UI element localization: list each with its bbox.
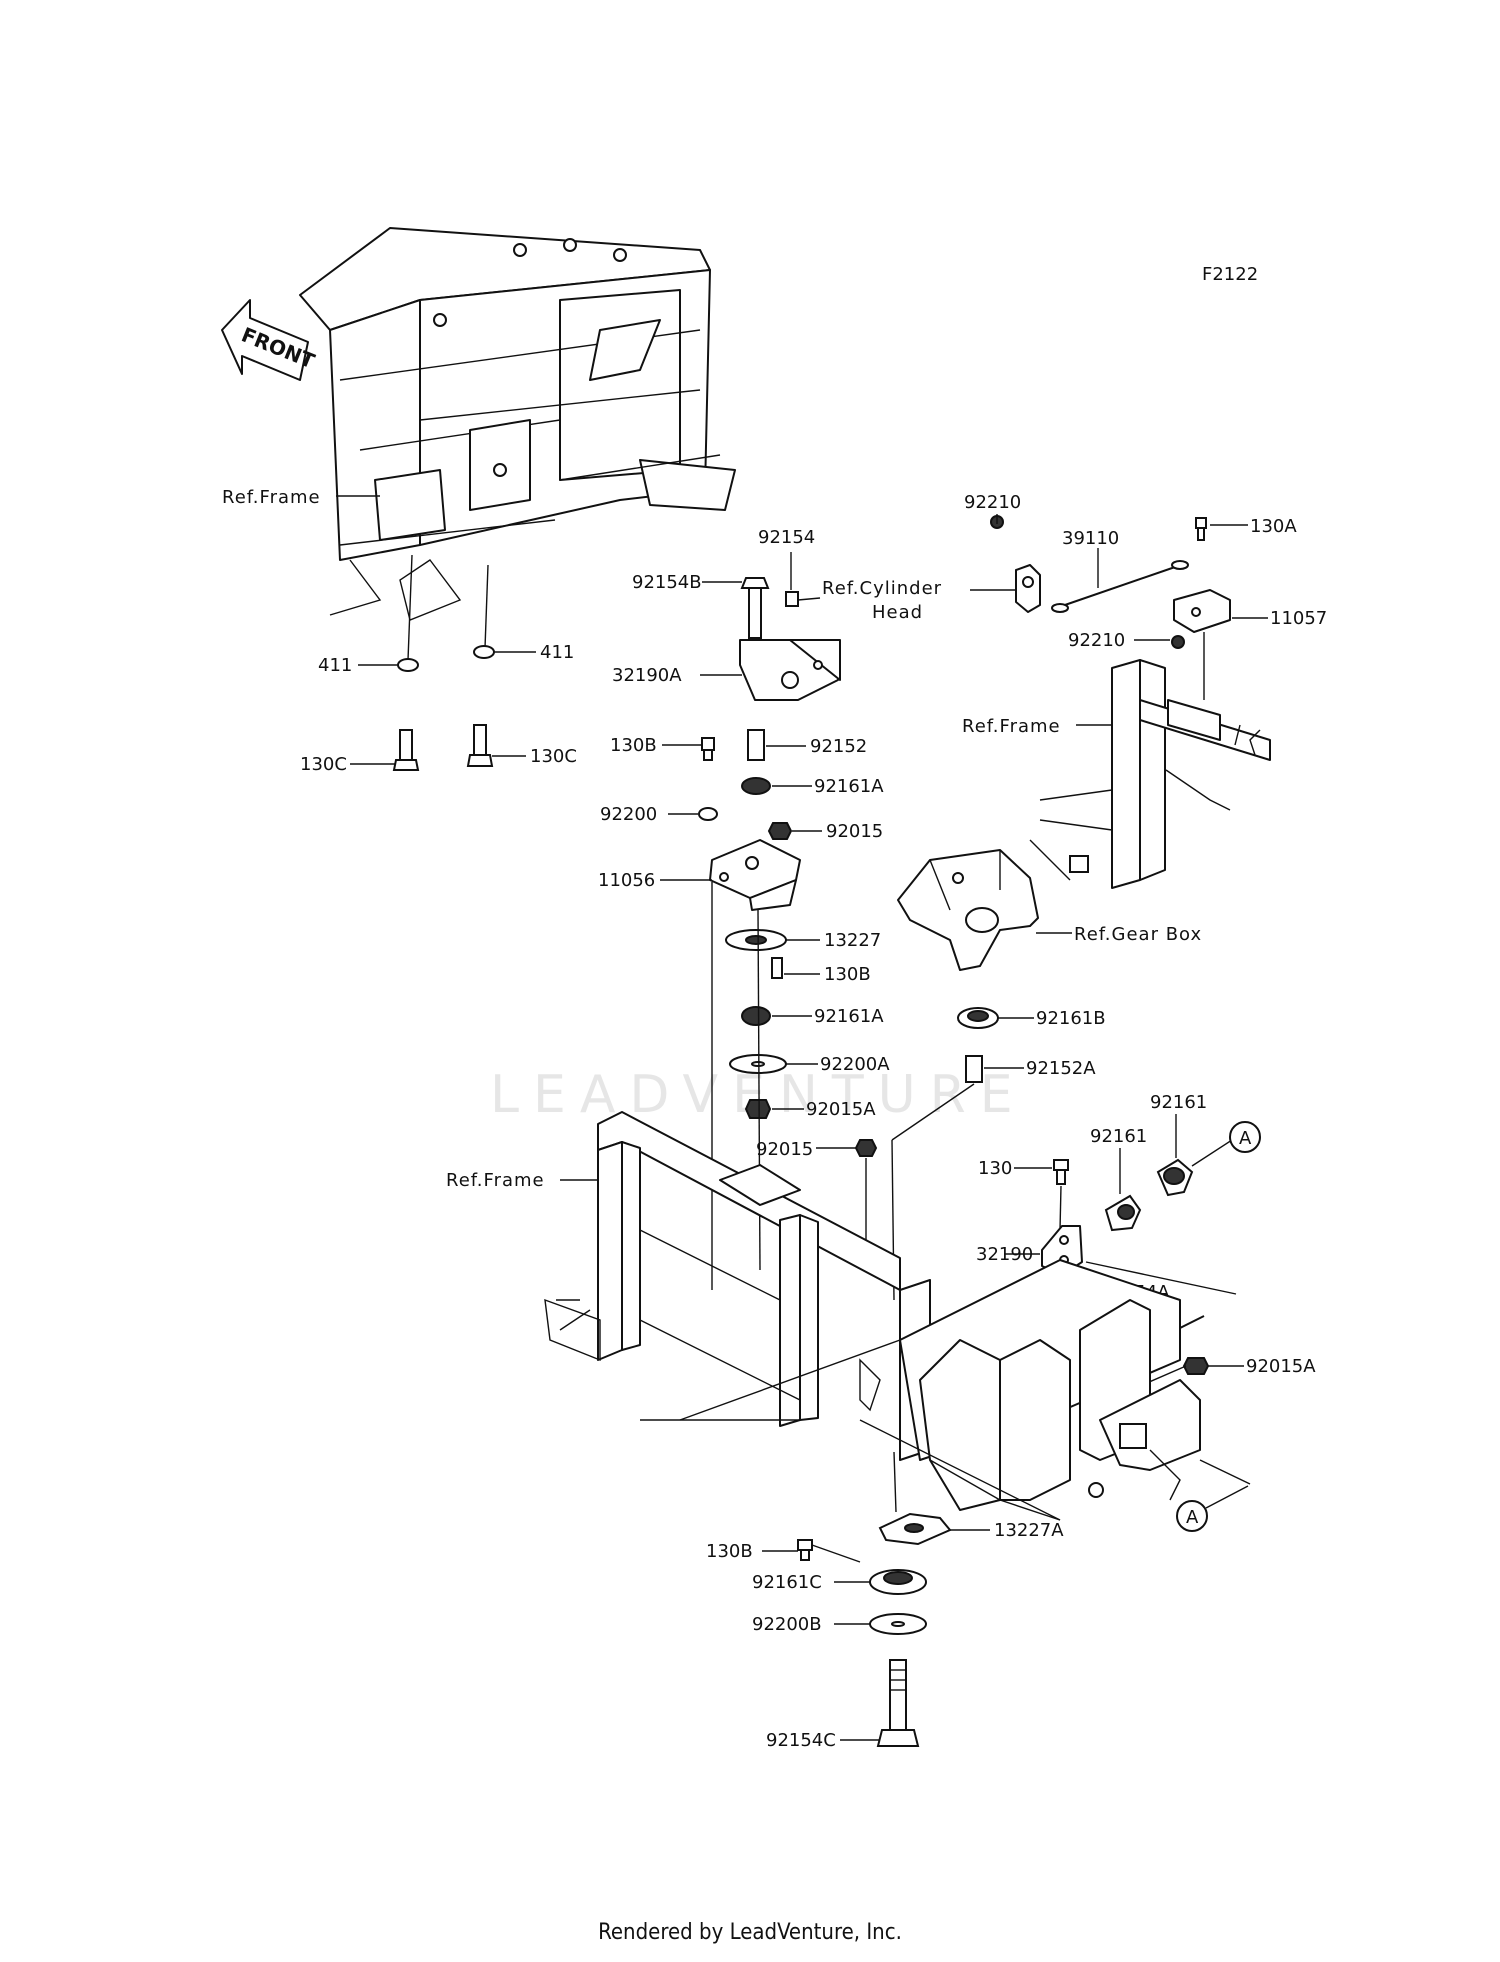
callout-39110: 39110 bbox=[1062, 528, 1119, 549]
callout-13227a: 13227A bbox=[994, 1520, 1064, 1541]
nut-92015a-right bbox=[1182, 1357, 1210, 1375]
washer-92200 bbox=[698, 807, 718, 821]
ref-gear-box: Ref.Gear Box bbox=[1074, 924, 1202, 945]
diagram-code: F2122 bbox=[1202, 264, 1258, 285]
ref-frame-top: Ref.Frame bbox=[222, 487, 321, 508]
nut-92210-bottom bbox=[1171, 635, 1185, 649]
bracket-11057 bbox=[1173, 589, 1231, 633]
callout-130b-bottom: 130B bbox=[706, 1541, 753, 1562]
damper-92161c bbox=[869, 1569, 927, 1595]
callout-92152: 92152 bbox=[810, 736, 867, 757]
callout-92161a-bottom: 92161A bbox=[814, 1006, 884, 1027]
cylinder-head-bracket bbox=[1015, 564, 1041, 613]
bracket-32190a bbox=[739, 639, 841, 701]
callout-92210-bottom: 92210 bbox=[1068, 630, 1125, 651]
front-arrow-icon: FRONT bbox=[221, 299, 318, 381]
bolt-130b-top bbox=[701, 737, 715, 761]
spacer-92152 bbox=[747, 729, 765, 761]
callout-92200b: 92200B bbox=[752, 1614, 822, 1635]
callout-92152a: 92152A bbox=[1026, 1058, 1096, 1079]
bracket-11056 bbox=[709, 839, 801, 911]
frame-bottom-drawing bbox=[544, 1111, 1201, 1521]
callout-92161c: 92161C bbox=[752, 1572, 822, 1593]
gear-box-drawing bbox=[897, 849, 1039, 971]
reference-circle-a-bottom: A bbox=[1176, 1459, 1251, 1532]
bolt-130c-right bbox=[466, 724, 494, 767]
bolt-130b-mid bbox=[771, 957, 783, 979]
callout-92015-top: 92015 bbox=[826, 821, 883, 842]
ref-cylinder-head-line2: Head bbox=[872, 602, 923, 623]
damper-92161-left bbox=[1104, 1194, 1142, 1232]
callout-92154c: 92154C bbox=[766, 1730, 836, 1751]
bracket-32190 bbox=[1041, 1225, 1083, 1276]
ref-frame-bottom: Ref.Frame bbox=[446, 1170, 545, 1191]
callout-92015a-mid: 92015A bbox=[806, 1099, 876, 1120]
callout-92015-bottom: 92015 bbox=[756, 1139, 813, 1160]
washer-411-right bbox=[473, 645, 495, 659]
callout-92161-left: 92161 bbox=[1090, 1126, 1147, 1147]
cable-39110 bbox=[1051, 560, 1189, 613]
callout-13227: 13227 bbox=[824, 930, 881, 951]
callout-92015a-right: 92015A bbox=[1246, 1356, 1316, 1377]
footer-credit: Rendered by LeadVenture, Inc. bbox=[598, 1920, 902, 1945]
bolt-92154c bbox=[876, 1659, 920, 1747]
callout-32190: 32190 bbox=[976, 1244, 1033, 1265]
callout-130b-top: 130B bbox=[610, 735, 657, 756]
reference-circle-a-top: A bbox=[1191, 1121, 1261, 1167]
callout-92210-top: 92210 bbox=[964, 492, 1021, 513]
callout-411-right: 411 bbox=[540, 642, 574, 663]
callout-11057: 11057 bbox=[1270, 608, 1327, 629]
callout-92161a-top: 92161A bbox=[814, 776, 884, 797]
bolt-92154 bbox=[785, 591, 821, 607]
callout-92161b: 92161B bbox=[1036, 1008, 1106, 1029]
plate-13227 bbox=[725, 929, 787, 951]
damper-92161a-top bbox=[741, 777, 771, 795]
callout-92154: 92154 bbox=[758, 527, 815, 548]
washer-411-left bbox=[397, 658, 419, 672]
callout-130b-mid: 130B bbox=[824, 964, 871, 985]
callout-130c-left: 130C bbox=[300, 754, 347, 775]
callout-130c-right: 130C bbox=[530, 746, 577, 767]
damper-92161-right bbox=[1156, 1158, 1194, 1197]
damper-92161a-bottom bbox=[741, 1006, 771, 1026]
bolt-130a bbox=[1195, 517, 1207, 541]
plate-13227a bbox=[878, 1512, 952, 1546]
nut-92015-top bbox=[767, 822, 793, 840]
svg-text:A: A bbox=[1239, 1128, 1252, 1149]
callout-130a: 130A bbox=[1250, 516, 1297, 537]
washer-92200a bbox=[729, 1054, 787, 1074]
callout-32190a: 32190A bbox=[612, 665, 682, 686]
ref-frame-right: Ref.Frame bbox=[962, 716, 1061, 737]
callout-130: 130 bbox=[978, 1158, 1012, 1179]
spacer-92152a bbox=[965, 1055, 983, 1083]
callout-92200: 92200 bbox=[600, 804, 657, 825]
bolt-130c-left bbox=[392, 729, 420, 771]
callout-92200a: 92200A bbox=[820, 1054, 890, 1075]
damper-92161b bbox=[957, 1007, 999, 1029]
ref-cylinder-head-line1: Ref.Cylinder bbox=[822, 578, 942, 599]
frame-right-drawing bbox=[1029, 659, 1271, 889]
frame-top-left-drawing bbox=[299, 227, 736, 621]
svg-text:A: A bbox=[1186, 1507, 1199, 1528]
callout-92154b: 92154B bbox=[632, 572, 702, 593]
bolt-130 bbox=[1053, 1159, 1069, 1185]
callout-411-left: 411 bbox=[318, 655, 352, 676]
nut-92015a-mid bbox=[744, 1099, 772, 1119]
callout-11056: 11056 bbox=[598, 870, 655, 891]
bolt-130b-bottom bbox=[797, 1539, 861, 1563]
washer-92200b bbox=[869, 1613, 927, 1635]
callout-92161-right: 92161 bbox=[1150, 1092, 1207, 1113]
nut-92015-bottom bbox=[854, 1139, 878, 1157]
bolt-92154b bbox=[740, 577, 770, 639]
